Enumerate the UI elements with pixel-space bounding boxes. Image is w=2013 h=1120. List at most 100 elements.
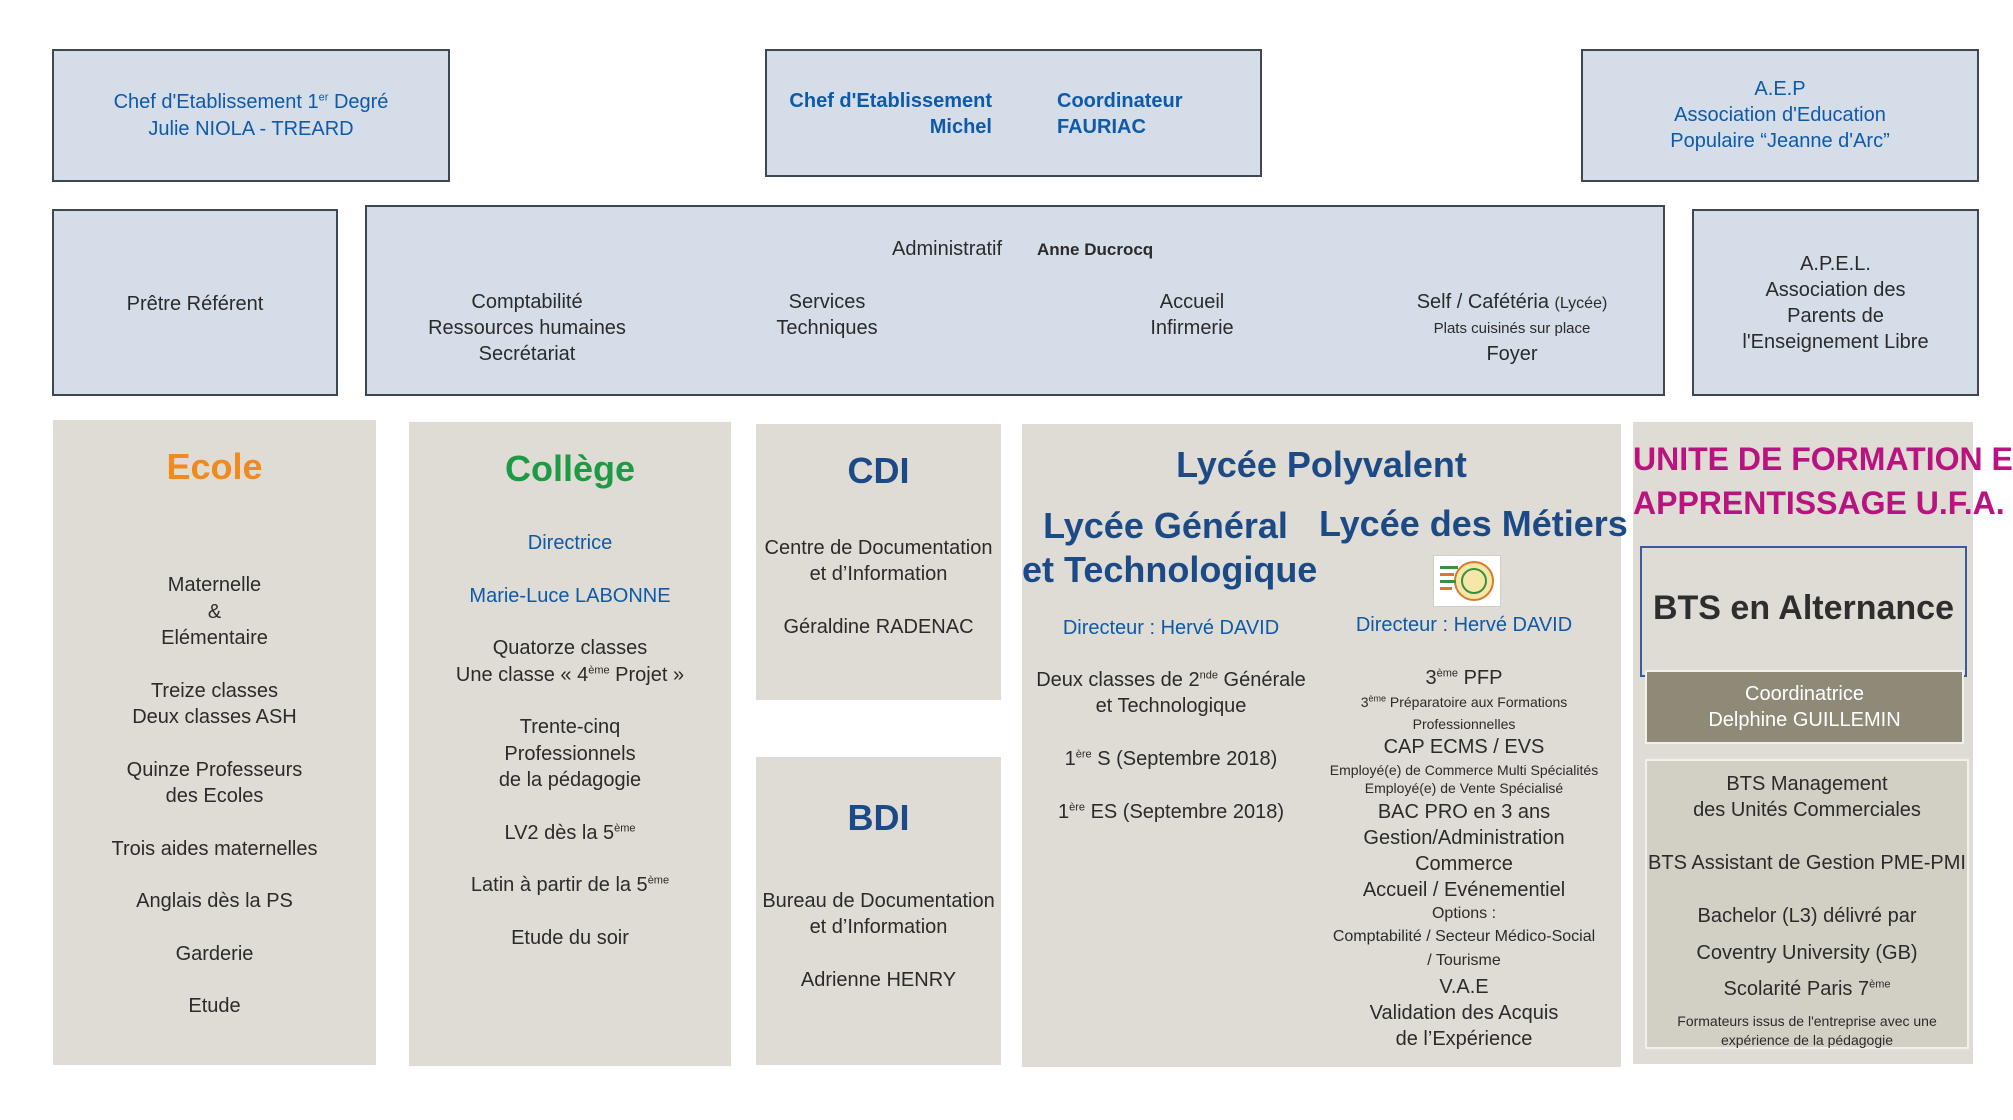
lgt-line1: Deux classes de 2nde Générale [1036, 669, 1306, 691]
lgt-line2: et Technologique [1095, 695, 1247, 717]
chef1-name: Julie NIOLA - TREARD [148, 118, 354, 140]
ufa-title-l1: UNITE DE FORMATION EN [1633, 441, 2013, 477]
cdi-box: CDI Centre de Documentation et d’Informa… [756, 424, 1001, 700]
lm-options3: / Tourisme [1427, 952, 1501, 969]
chef-name: Michel [929, 116, 992, 138]
chef-title: Chef d'Etablissement [789, 90, 992, 112]
bts-item: des Unités Commerciales [1693, 799, 1921, 821]
admin-group2-l2: Techniques [776, 317, 878, 339]
coordinateur-name: FAURIAC [1057, 116, 1146, 138]
lgt-title-l1: Lycée Général [1043, 505, 1288, 546]
ecole-item [53, 915, 376, 941]
bts-item: BTS Management [1726, 773, 1888, 795]
bdi-box: BDI Bureau de Documentation et d’Informa… [756, 757, 1001, 1065]
admin-group2-l1: Services [788, 291, 866, 313]
bdi-line2: et d’Information [809, 916, 948, 938]
coordinatrice-box: Coordinatrice Delphine GUILLEMIN [1645, 670, 1964, 744]
bts-list-box: BTS Management des Unités Commerciales B… [1645, 759, 1969, 1049]
ecole-item: Etude [188, 995, 241, 1017]
lycee-metiers-logo [1433, 555, 1501, 607]
lm-bac4: Accueil / Evénementiel [1362, 879, 1566, 901]
ecole-item: Deux classes ASH [132, 706, 297, 728]
college-line: Professionnels [504, 742, 636, 765]
bts-alternance-title: BTS en Alternance [1652, 589, 1955, 627]
coordinatrice-role: Coordinatrice [1745, 683, 1864, 705]
college-line: de la pédagogie [498, 769, 642, 791]
ecole-title: Ecole [166, 446, 263, 487]
lm-vae: V.A.E [1439, 976, 1489, 998]
cdi-line1: Centre de Documentation [764, 537, 993, 559]
lm-pfp-detail2: Professionnelles [1412, 716, 1516, 732]
ufa-title-l2: APPRENTISSAGE U.F.A. - BTS [1633, 485, 2013, 521]
cdi-line2: et d’Information [809, 563, 948, 585]
bts-note1: Formateurs issus de l'entreprise avec un… [1677, 1013, 1937, 1029]
lm-director: Directeur : Hervé DAVID [1355, 614, 1573, 636]
lm-bac3: Commerce [1415, 853, 1513, 875]
aep-line2: Association d'Education [1674, 104, 1886, 126]
lm-bac2: Gestion/Administration [1363, 827, 1565, 849]
college-items: Directrice Marie-Luce LABONNE Quatorze c… [409, 530, 731, 951]
admin-group4-l3: Foyer [1486, 343, 1538, 365]
college-line: Latin à partir de la 5ème [470, 874, 670, 896]
apel-l2: Association des [1765, 279, 1906, 301]
lm-pfp-detail: 3ème Préparatoire aux Formations [1360, 693, 1568, 710]
lgt-line3: 1ère S (Septembre 2018) [1064, 748, 1278, 770]
college-title: Collège [504, 448, 636, 489]
administratif-box: Administratif Anne Ducrocq Comptabilité … [365, 205, 1665, 396]
ecole-item [53, 652, 376, 678]
admin-name: Anne Ducrocq [1037, 240, 1154, 259]
bts-item: Coventry University (GB) [1696, 942, 1918, 964]
admin-group1-l2: Ressources humaines [428, 317, 626, 339]
cdi-title: CDI [847, 450, 910, 491]
apel-l4: l'Enseignement Libre [1742, 331, 1929, 353]
lm-cap: CAP ECMS / EVS [1383, 736, 1545, 758]
bdi-line1: Bureau de Documentation [762, 890, 995, 912]
lgt-line4: 1ère ES (Septembre 2018) [1057, 801, 1285, 823]
bdi-name: Adrienne HENRY [800, 969, 957, 991]
cdi-name: Géraldine RADENAC [783, 616, 974, 638]
ecole-item: Maternelle [167, 574, 262, 596]
lm-options2: Comptabilité / Secteur Médico-Social [1332, 928, 1596, 945]
aep-acronym: A.E.P [1754, 78, 1806, 100]
apel-l1: A.P.E.L. [1800, 253, 1871, 275]
bts-item: Bachelor (L3) délivré par [1697, 905, 1917, 927]
ufa-column: UNITE DE FORMATION EN APPRENTISSAGE U.F.… [1633, 422, 2013, 1064]
admin-group4-l1: Self / Cafétéria (Lycée) [1416, 291, 1608, 313]
coordinateur-title: Coordinateur [1057, 90, 1183, 112]
ecole-item: Garderie [175, 942, 254, 965]
lm-title: Lycée des Métiers [1319, 503, 1628, 544]
lm-cap-detail1: Employé(e) de Commerce Multi Spécialités [1329, 762, 1599, 778]
ecole-items: Maternelle & Elémentaire Treize classes … [53, 572, 376, 1020]
ecole-item: des Ecoles [165, 785, 264, 807]
lgt-title-l2: et Technologique [1022, 549, 1318, 590]
ecole-item: Elémentaire [161, 627, 268, 649]
lm-bac: BAC PRO en 3 ans [1377, 801, 1551, 823]
aep-box: A.E.P Association d'Education Populaire … [1581, 49, 1979, 182]
college-line: LV2 dès la 5ème [504, 821, 636, 844]
ecole-item [53, 862, 376, 888]
admin-group1-l3: Secrétariat [478, 343, 576, 365]
chef-premier-degre-box: Chef d'Etablissement 1er Degré Julie NIO… [52, 49, 450, 182]
college-line: Quatorze classes [492, 637, 648, 659]
bts-note2: expérience de la pédagogie [1720, 1032, 1894, 1048]
lm-cap-detail2: Employé(e) de Vente Spécialisé [1364, 780, 1564, 796]
bts-item: Scolarité Paris 7ème [1723, 978, 1891, 1000]
lycee-title: Lycée Polyvalent [1176, 444, 1467, 485]
lm-vae3: de l’Expérience [1395, 1028, 1533, 1050]
pretre-label: Prêtre Référent [126, 293, 264, 315]
admin-group4-l2: Plats cuisinés sur place [1433, 320, 1591, 337]
college-director-name: Marie-Luce LABONNE [469, 584, 671, 607]
ecole-column: Ecole Maternelle & Elémentaire Treize cl… [53, 420, 376, 1065]
ecole-item: Anglais dès la PS [136, 890, 293, 912]
chef-etablissement-box: Chef d'Etablissement Michel Coordinateur… [765, 49, 1262, 177]
ecole-item [53, 731, 376, 757]
college-line: Une classe « 4ème Projet » [455, 663, 685, 686]
bts-alternance-box: BTS en Alternance [1640, 546, 1967, 677]
ecole-item [53, 967, 376, 993]
bts-item: BTS Assistant de Gestion PME-PMI [1648, 852, 1966, 874]
college-role: Directrice [527, 532, 613, 554]
aep-line3: Populaire “Jeanne d'Arc” [1670, 130, 1890, 152]
chef1-line1: Chef d'Etablissement 1er Degré [113, 91, 389, 113]
ecole-item [53, 810, 376, 836]
apel-box: A.P.E.L. Association des Parents de l'En… [1692, 209, 1979, 396]
